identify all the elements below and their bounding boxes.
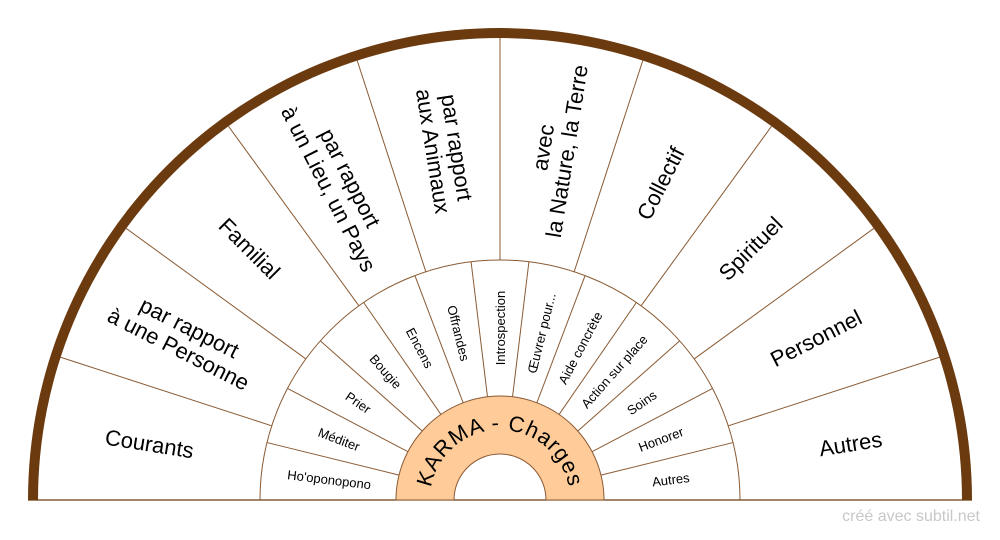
inner-divider [320, 340, 423, 432]
sector-dividers [60, 38, 940, 501]
middle-arc [259, 259, 741, 501]
inner-sector-label: Ho'oponopono [287, 467, 372, 492]
outer-sector-label: Personnel [766, 305, 866, 372]
outer-sector-label: Collectif [632, 142, 690, 224]
inner-sector-label: Prier [343, 389, 375, 417]
outer-sector: Collectif [632, 142, 690, 224]
inner-sector-label: Soins [624, 387, 660, 418]
outer-divider [125, 228, 307, 360]
inner-divider [558, 302, 637, 415]
outer-divider [693, 228, 875, 360]
outer-divider [60, 356, 272, 427]
inner-divider [287, 388, 409, 453]
inner-sector-label: Offrandes [444, 304, 472, 363]
inner-sector-label: Œuvrer pour... [525, 291, 559, 375]
inner-divider [512, 261, 530, 397]
inner-divider [363, 302, 442, 415]
outer-divider [228, 125, 360, 307]
outer-sector-label: Autres [817, 427, 884, 462]
outer-sector: Spirituel [714, 212, 788, 286]
inner-divider [414, 275, 464, 403]
inner-sector-label: Encens [403, 325, 437, 371]
inner-sector-label: Autres [651, 470, 691, 489]
inner-divider [266, 442, 400, 476]
credit-text[interactable]: créé avec subtil.net [842, 508, 980, 525]
outer-sector-label: Familial [214, 213, 285, 284]
outer-sector: Courants [103, 425, 195, 464]
inner-sector-label: Méditer [316, 425, 362, 455]
center-ring [395, 395, 605, 501]
inner-divider [591, 388, 713, 453]
outer-sector-label: Spirituel [714, 212, 788, 286]
inner-sector-label: Introspection [493, 291, 508, 365]
inner-sector-label: Bougie [367, 351, 405, 391]
outer-sector-label: Courants [103, 425, 195, 464]
center-disc [395, 395, 605, 501]
inner-sector-label: Aide concrète [555, 309, 605, 386]
inner-divider [577, 340, 680, 432]
outer-sector: Familial [214, 213, 285, 284]
outer-divider [728, 356, 940, 427]
inner-sector-label: Honorer [636, 424, 686, 455]
inner-divider [470, 261, 488, 397]
outer-divider [640, 125, 772, 307]
outer-rim [28, 28, 972, 501]
outer-sector: Autres [817, 427, 884, 462]
outer-divider [573, 60, 644, 272]
outer-sector: Personnel [766, 305, 866, 372]
inner-divider [536, 275, 586, 403]
inner-divider [600, 442, 734, 476]
outer-divider [356, 60, 427, 272]
